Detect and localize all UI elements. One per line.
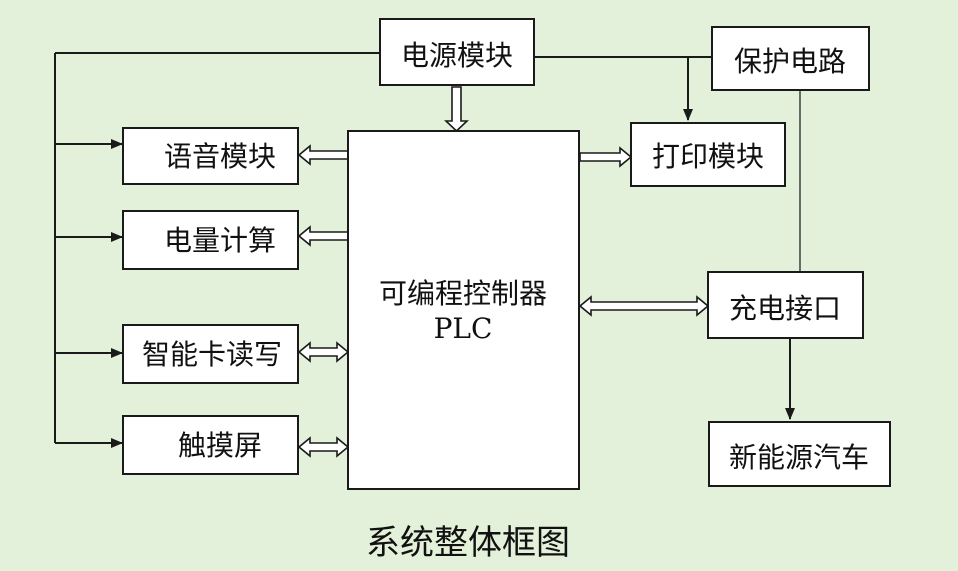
smart-card-label: 智能卡读写 [142, 338, 282, 371]
plc-box: 可编程控制器 PLC [347, 130, 580, 490]
plc-to-energy-arrow [297, 225, 349, 247]
new-energy-vehicle-label: 新能源汽车 [729, 441, 869, 474]
voice-module-label: 语音模块 [164, 140, 276, 173]
energy-calc-box: 电量计算 [122, 210, 299, 270]
plc-to-voice-arrow [297, 144, 349, 166]
plc-label-line1: 可编程控制器 [379, 277, 547, 310]
voice-module-box: 语音模块 [122, 127, 299, 185]
plc-charge-arrow [578, 295, 710, 317]
smart-card-box: 智能卡读写 [122, 324, 299, 384]
new-energy-vehicle-box: 新能源汽车 [708, 421, 891, 487]
touch-screen-label: 触摸屏 [178, 429, 262, 462]
plc-touch-arrow [297, 436, 350, 458]
power-to-plc-arrow [444, 86, 469, 133]
plc-to-print-arrow [579, 146, 633, 168]
charge-port-box: 充电接口 [707, 271, 864, 339]
plc-label-line2: PLC [434, 312, 493, 345]
power-module-label: 电源模块 [401, 39, 513, 72]
protection-circuit-box: 保护电路 [711, 26, 870, 91]
charge-port-label: 充电接口 [729, 292, 841, 325]
protection-circuit-label: 保护电路 [734, 45, 846, 78]
print-module-label: 打印模块 [652, 140, 764, 173]
print-module-box: 打印模块 [630, 122, 786, 187]
power-module-box: 电源模块 [379, 18, 535, 86]
touch-screen-box: 触摸屏 [122, 415, 299, 475]
double-arrows [297, 86, 710, 458]
energy-calc-label: 电量计算 [164, 224, 276, 257]
connectors [54, 52, 801, 448]
diagram-caption: 系统整体框图 [366, 523, 570, 563]
plc-card-arrow [297, 341, 350, 363]
